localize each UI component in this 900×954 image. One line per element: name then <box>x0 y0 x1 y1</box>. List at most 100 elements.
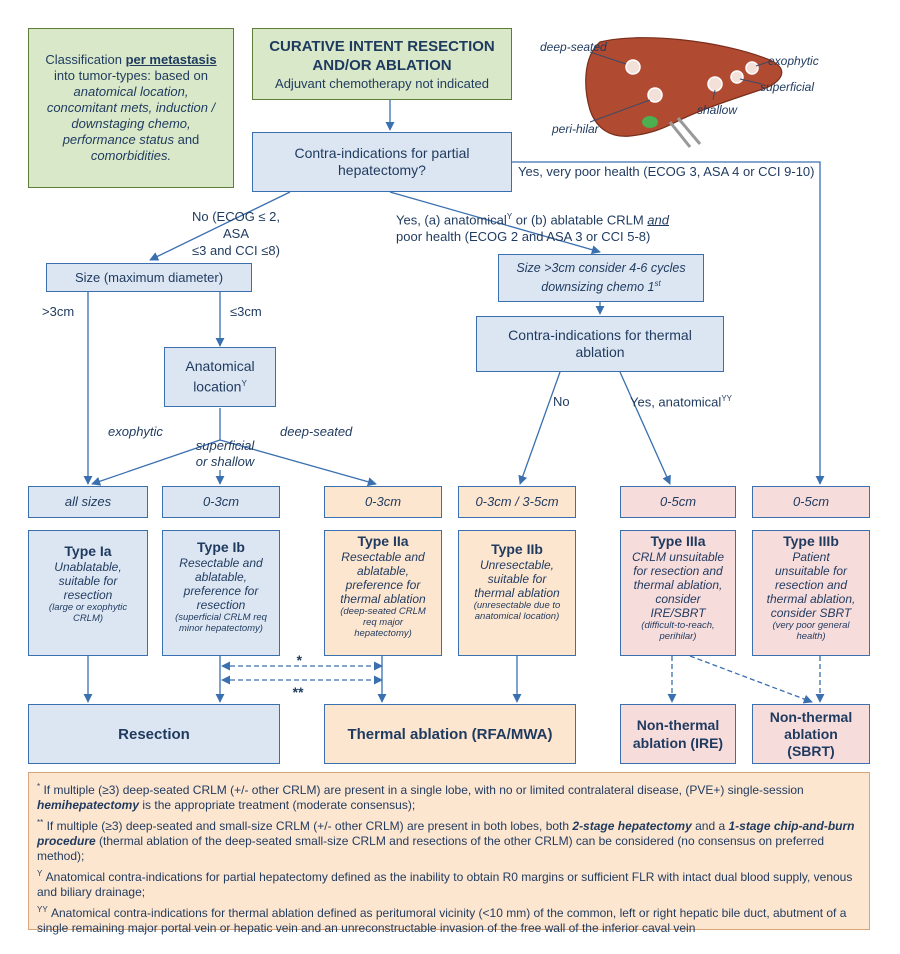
size-cell-text: 0-3cm / 3-5cm <box>475 494 559 509</box>
type-desc: Patient <box>792 550 830 564</box>
type-note: hepatectomy) <box>354 628 412 639</box>
outcome-ire-line1: Non-thermal <box>636 717 720 733</box>
arrow-thermal-no <box>518 371 561 485</box>
size-cell-iiia: 0-5cm <box>620 486 736 518</box>
label-no-line2: ≤3 and CCI ≤8) <box>192 243 280 258</box>
type-title: Type Ib <box>197 539 245 555</box>
size-cell-text: 0-5cm <box>792 494 830 509</box>
liver-label-exophytic: exophytic <box>768 54 819 68</box>
size-cell-text: 0-3cm <box>202 494 240 509</box>
fn4-t1: Anatomical contra-indications for therma… <box>37 906 847 935</box>
footnote-1: * If multiple (≥3) deep-seated CRLM (+/-… <box>37 779 861 813</box>
fn2-t2: and a <box>691 819 729 833</box>
fn1-b1: hemihepatectomy <box>37 798 140 812</box>
thermal-yes-text: Yes, anatomical <box>630 394 722 410</box>
downsizing-box: Size >3cm consider 4-6 cycles downsizing… <box>498 254 704 302</box>
label-thermal-yes: Yes, anatomicalΥΥ <box>630 394 732 409</box>
type-desc: consider <box>655 592 701 606</box>
class-line1-bold: per metastasis <box>125 52 217 67</box>
outcome-ire-line2: ablation (IRE) <box>632 735 724 751</box>
size-cell-iib: 0-3cm / 3-5cm <box>458 486 576 518</box>
fn1-t2: is the appropriate treatment (moderate c… <box>139 798 416 812</box>
size-box-label: Size (maximum diameter) <box>74 269 224 285</box>
type-title: Type Ia <box>64 543 112 559</box>
tumor-superficial <box>730 70 744 84</box>
type-desc: thermal ablation, <box>766 592 856 606</box>
type-desc: preference for <box>345 578 421 592</box>
contra-thermal-line2: ablation <box>575 344 625 360</box>
curative-intent-box: CURATIVE INTENT RESECTION AND/OR ABLATIO… <box>252 28 512 100</box>
gallbladder-shape <box>642 116 658 128</box>
type-note: (difficult-to-reach, <box>641 620 715 631</box>
arrow-yes-poor-branch <box>512 161 825 485</box>
arrow-deep-seated <box>219 439 377 487</box>
type-iia-box: Type IIa Resectable and ablatable, prefe… <box>324 530 442 656</box>
contra-hep-line2: hepatectomy? <box>338 162 426 178</box>
class-line6a: performance status <box>62 132 174 147</box>
type-desc: thermal ablation <box>474 586 560 600</box>
class-line6b: and <box>173 132 200 147</box>
label-thermal-no: No <box>553 394 570 409</box>
anatomical-line1: Anatomical <box>185 358 255 375</box>
footnote-2: ** If multiple (≥3) deep-seated and smal… <box>37 815 861 864</box>
type-desc: CRLM unsuitable <box>631 550 725 564</box>
type-note: (large or exophytic <box>48 602 128 613</box>
type-title: Type IIa <box>357 533 409 549</box>
outcome-resection: Resection <box>28 704 280 764</box>
yes-a-line1b: or (b) ablatable CRLM <box>512 212 648 228</box>
type-iiia-box: Type IIIa CRLM unsuitable for resection … <box>620 530 736 656</box>
outcome-resection-label: Resection <box>118 725 190 743</box>
type-title: Type IIb <box>491 541 543 557</box>
size-cell-text: all sizes <box>64 494 112 509</box>
downsizing-line1: Size >3cm consider 4-6 cycles <box>516 261 686 276</box>
type-desc: IRE/SBRT <box>650 606 706 620</box>
label-loc-superficial: superficial or shallow <box>190 438 260 470</box>
type-title: Type IIIa <box>650 533 706 549</box>
type-desc: unsuitable for <box>774 564 848 578</box>
curative-title-2: AND/OR ABLATION <box>312 56 452 74</box>
type-desc: thermal ablation <box>340 592 426 606</box>
liver-illustration <box>585 37 783 148</box>
tumor-peri-hilar <box>647 87 663 103</box>
type-desc: Unablatable, <box>54 560 122 574</box>
yes-a-line2: poor health (ECOG 2 and ASA 3 or CCI 5-8… <box>396 229 651 245</box>
outcome-thermal-label: Thermal ablation (RFA/MWA) <box>347 725 553 743</box>
tumor-shallow <box>707 76 723 92</box>
type-note: health) <box>796 631 826 642</box>
footnote-3: Υ Anatomical contra-indications for part… <box>37 866 861 900</box>
fn2-b1: 2-stage hepatectomy <box>572 819 692 833</box>
label-star1: * <box>296 652 302 668</box>
outcome-sbrt-line3: (SBRT) <box>787 742 835 759</box>
contra-thermal-box: Contra-indications for thermal ablation <box>476 316 724 372</box>
type-note: minor hepatectomy) <box>179 623 263 634</box>
outcome-thermal-ablation: Thermal ablation (RFA/MWA) <box>324 704 576 764</box>
type-desc: ablatable, <box>194 570 248 584</box>
label-size-gt3: >3cm <box>42 304 75 319</box>
type-note: anatomical location) <box>474 611 560 622</box>
class-line7: comorbidities. <box>90 148 172 163</box>
yes-a-line1c: and <box>647 212 669 228</box>
label-no-line1: No (ECOG ≤ 2, ASA <box>191 209 281 241</box>
anatomical-sup: Υ <box>241 379 247 389</box>
type-note: (superficial CRLM req <box>175 612 267 623</box>
footnotes-box: * If multiple (≥3) deep-seated CRLM (+/-… <box>28 772 870 935</box>
yes-a-line1a: Yes, (a) anatomical <box>396 212 507 228</box>
type-desc: Resectable and <box>341 550 425 564</box>
type-note: CRLM) <box>72 613 104 624</box>
liver-shape <box>585 37 783 137</box>
liver-label-peri-hilar: peri-hilar <box>552 122 599 136</box>
type-ib-box: Type Ib Resectable and ablatable, prefer… <box>162 530 280 656</box>
tumor-exophytic <box>745 61 759 75</box>
contra-hep-line1: Contra-indications for partial <box>294 145 470 161</box>
type-desc: Unresectable, <box>479 558 555 572</box>
type-desc: Resectable and <box>179 556 263 570</box>
outcome-sbrt-line1: Non-thermal <box>769 708 853 725</box>
label-no-branch: No (ECOG ≤ 2, ASA ≤3 and CCI ≤8) <box>178 208 294 259</box>
size-cell-iia: 0-3cm <box>324 486 442 518</box>
outcome-sbrt-line2: ablation <box>784 725 838 742</box>
yes-a-sup: Υ <box>506 212 513 221</box>
arrow-thermal-yes <box>619 371 671 485</box>
arrow-no-branch <box>149 191 291 261</box>
type-title: Type IIIb <box>783 533 839 549</box>
